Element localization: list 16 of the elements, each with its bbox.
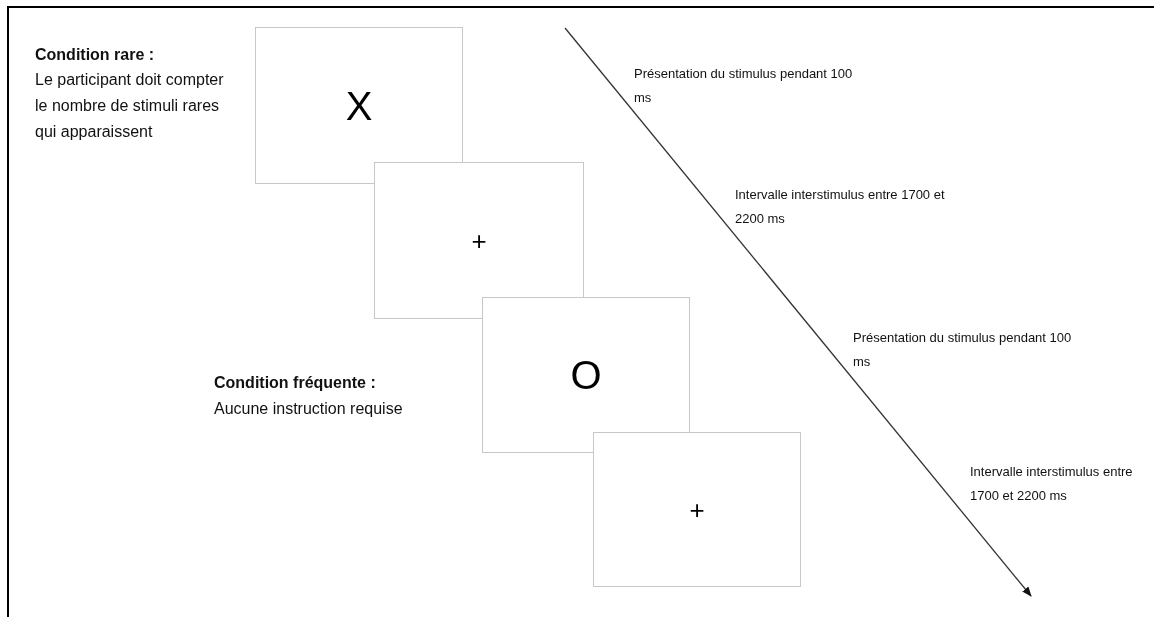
timing-note: Intervalle interstimulus entre 1700 et 2200 ms [970, 463, 1134, 505]
condition-description: Le participant doit compter le nombre de stimuli rares qui apparaissent [35, 70, 225, 142]
stimulus-screen [255, 27, 463, 184]
condition-description: Aucune instruction requise [214, 399, 404, 419]
condition-heading: Condition rare : [35, 45, 156, 65]
stimulus-symbol: + [471, 227, 487, 254]
stimulus-symbol: O [570, 355, 602, 395]
stimulus-screen [374, 162, 584, 319]
timing-note: Intervalle interstimulus entre 1700 et 2200 ms [735, 186, 946, 228]
timing-note: Présentation du stimulus pendant 100 ms [634, 65, 854, 107]
timing-note: Présentation du stimulus pendant 100 ms [853, 329, 1073, 371]
stimulus-screen [482, 297, 690, 453]
stimulus-screen [593, 432, 801, 587]
condition-heading: Condition fréquente : [214, 373, 377, 393]
stimulus-symbol: + [689, 496, 705, 523]
stimulus-symbol: X [345, 85, 373, 126]
